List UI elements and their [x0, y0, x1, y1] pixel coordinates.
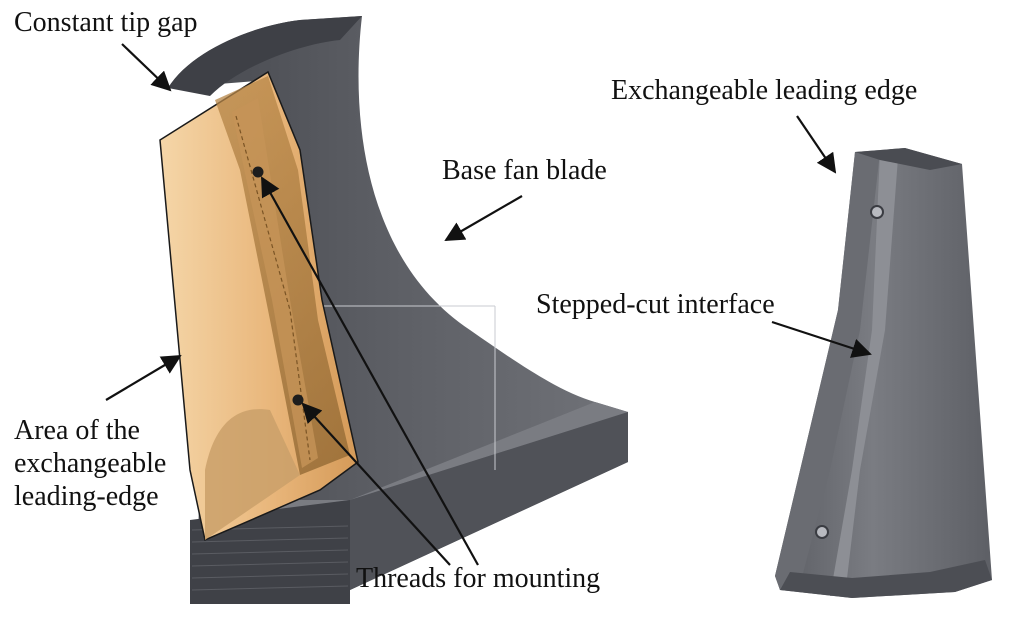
insert-root-fillet — [205, 409, 300, 540]
le-insert-top — [855, 148, 962, 170]
label-area-line-3: leading-edge — [14, 481, 159, 512]
le-insert-left-face — [775, 152, 880, 590]
le-insert-step-ridge — [830, 152, 898, 596]
label-area-exchangeable: Area of the exchangeable leading-edge — [14, 414, 204, 513]
blade-root-front-face — [350, 412, 628, 590]
thread-hole-upper — [252, 166, 264, 178]
arrow-thread-lower — [301, 402, 451, 566]
arrow-exchangeable-le — [796, 115, 837, 174]
arrow-thread-upper — [261, 176, 479, 566]
arrow-stepped-cut — [771, 320, 872, 358]
thread-hole-lower — [292, 394, 304, 406]
le-insert-bottom-flare — [780, 560, 992, 598]
label-area-line-2: exchangeable — [14, 448, 167, 479]
label-base-fan-blade: Base fan blade — [442, 155, 607, 186]
label-threads-mounting: Threads for mounting — [356, 563, 601, 594]
label-constant-tip-gap: Constant tip gap — [14, 7, 198, 38]
annotation-arrows — [105, 43, 872, 566]
le-insert-body — [775, 148, 992, 598]
exchangeable-leading-edge-part — [775, 148, 992, 598]
insert-area-step — [232, 98, 318, 468]
label-stepped-cut-interface: Stepped-cut interface — [536, 289, 775, 320]
arrow-area-exchangeable — [105, 354, 182, 401]
label-area-line-1: Area of the — [14, 415, 140, 446]
arrow-tip-gap — [121, 43, 172, 92]
label-exchangeable-leading-edge: Exchangeable leading edge — [611, 75, 918, 106]
le-bolt-hole-lower — [815, 525, 829, 539]
le-bolt-hole-upper — [870, 205, 884, 219]
arrow-base-fan-blade — [444, 195, 523, 241]
blade-tip-cap — [168, 16, 362, 96]
